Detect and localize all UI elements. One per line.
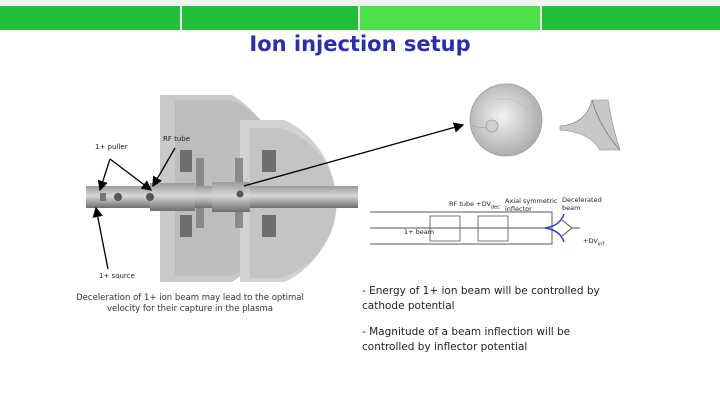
injection-setup-render bbox=[80, 95, 360, 282]
label-rf-tube-voltage: RF tube +DVdec bbox=[449, 200, 500, 210]
banner-segment bbox=[182, 6, 358, 30]
label-rf-tube: RF tube bbox=[163, 135, 191, 143]
label-decelerated-beam: Decelerated beam bbox=[562, 196, 602, 212]
beam-schematic bbox=[370, 211, 580, 245]
banner-segment bbox=[0, 6, 180, 30]
label-inflector-voltage-sub: inf bbox=[597, 241, 605, 248]
inflector-render-side bbox=[552, 92, 626, 160]
label-1plus-beam: 1+ beam bbox=[404, 228, 435, 236]
label-inflector-voltage-text: +DV bbox=[583, 237, 598, 245]
label-axisym-inflector: Axial symmetric inflector bbox=[505, 197, 558, 213]
slide-title: Ion injection setup bbox=[249, 32, 471, 56]
banner-segment bbox=[542, 6, 720, 30]
label-rf-tube-voltage-sub: dec bbox=[490, 204, 500, 211]
label-inflector-voltage: +DVinf bbox=[583, 237, 604, 247]
top-banner bbox=[0, 0, 720, 30]
label-puller: 1+ puller bbox=[95, 143, 128, 151]
inflector-render-front bbox=[466, 82, 550, 162]
banner-segment-highlight bbox=[360, 6, 540, 30]
pointer-arrows bbox=[92, 122, 465, 270]
deceleration-caption: Deceleration of 1+ ion beam may lead to … bbox=[76, 293, 304, 314]
label-rf-tube-voltage-text: RF tube +DV bbox=[449, 200, 491, 208]
bullet-energy: - Energy of 1+ ion beam will be controll… bbox=[362, 285, 600, 312]
label-source: 1+ source bbox=[99, 272, 135, 280]
bullet-inflection: - Magnitude of a beam inflection will be… bbox=[362, 326, 571, 353]
